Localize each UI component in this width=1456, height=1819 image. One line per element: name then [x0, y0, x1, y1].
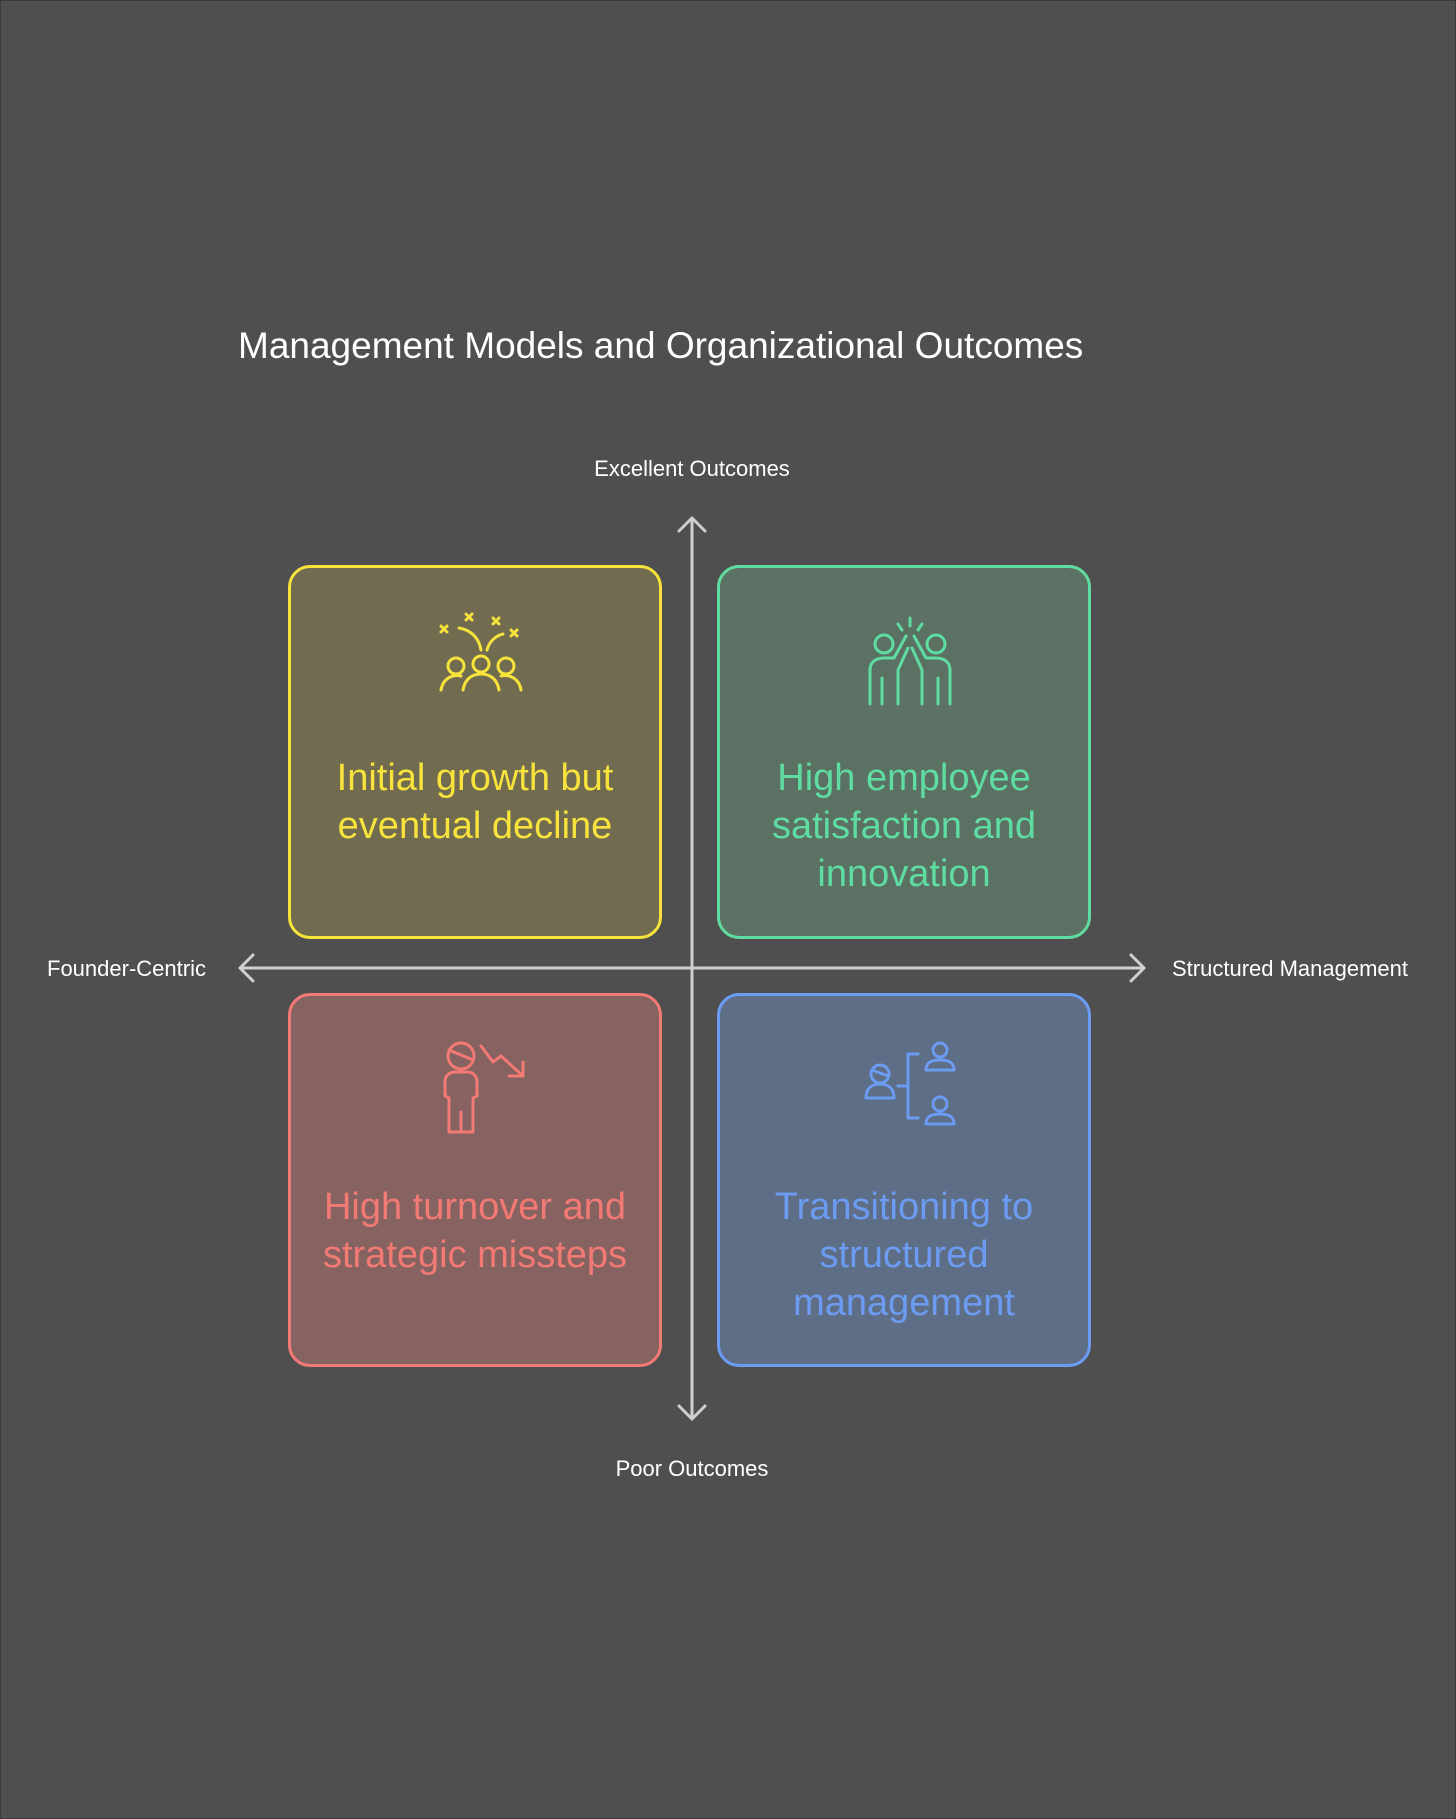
axis-label-bottom: Poor Outcomes [615, 1456, 769, 1481]
high-five-icon [868, 616, 952, 706]
quadrant-top-right: High employee satisfaction and innovatio… [717, 565, 1091, 939]
page-title: Management Models and Organizational Out… [238, 325, 1084, 366]
hierarchy-people-icon [864, 1041, 956, 1126]
quadrant-text: Transitioning to structured management [774, 1186, 1034, 1324]
arrow-down-icon [677, 1404, 707, 1421]
quadrant-top-left: Initial growth but eventual decline [288, 565, 662, 939]
celebrating-group-icon [439, 612, 523, 692]
quadrant-text: High turnover and strategic missteps [322, 1186, 628, 1276]
arrow-right-icon [1129, 953, 1146, 983]
arrow-up-icon [677, 516, 707, 533]
quadrant-bottom-right: Transitioning to structured management [717, 993, 1091, 1367]
person-decline-icon [443, 1041, 525, 1134]
quadrant-text: Initial growth but eventual decline [336, 757, 614, 847]
axis-label-right: Structured Management [1172, 956, 1409, 981]
quadrant-bottom-left: High turnover and strategic missteps [288, 993, 662, 1367]
axis-label-top: Excellent Outcomes [594, 456, 790, 481]
arrow-left-icon [238, 953, 255, 983]
axis-label-left: Founder-Centric [47, 956, 206, 981]
quadrant-text: High employee satisfaction and innovatio… [771, 757, 1037, 895]
